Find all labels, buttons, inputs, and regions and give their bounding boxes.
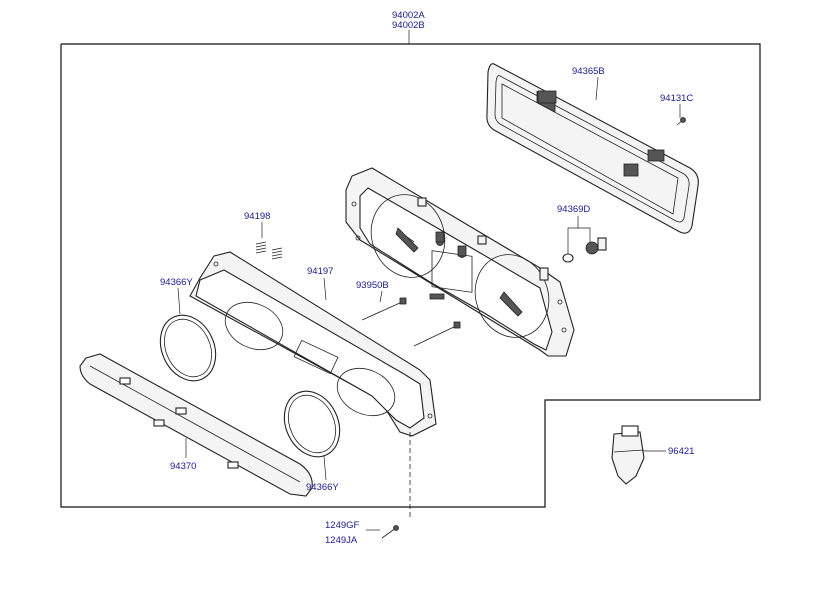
springs-94198 (255, 241, 283, 260)
cover-gasket-94365b (486, 63, 699, 234)
assembly-label-b: 94002B (392, 20, 425, 31)
ring-94366y-top (159, 314, 217, 382)
ring-94366y-bottom (283, 390, 341, 458)
label-93950b: 93950B (356, 280, 389, 291)
assembly-label-a: 94002A (392, 10, 425, 21)
label-94365b: 94365B (572, 66, 605, 77)
label-94366y-bottom: 94366Y (306, 482, 339, 493)
assembly-frame (60, 43, 761, 508)
label-1249gf: 1249GF (325, 520, 360, 531)
screw-94131c (676, 117, 686, 126)
screw-1249 (381, 525, 399, 539)
cluster-housing (345, 167, 575, 357)
label-94131c: 94131C (660, 93, 693, 104)
trim-cover-94370 (79, 353, 313, 497)
leader-94365b (595, 76, 599, 101)
label-94369d: 94369D (557, 204, 590, 215)
leader-94369d-a (567, 216, 579, 254)
label-94370: 94370 (170, 461, 196, 472)
label-94198: 94198 (244, 211, 270, 222)
bulb-socket-94369d (562, 237, 607, 263)
pins-93950b (361, 297, 461, 347)
label-1249ja: 1249JA (325, 535, 358, 546)
leader-94366y-bottom (323, 455, 327, 481)
sensor-96421 (611, 425, 645, 485)
leader-94369d-b (578, 227, 591, 244)
leader-94366y-top (177, 287, 181, 315)
leader-94197 (323, 277, 327, 301)
leader-93950b (379, 290, 383, 303)
label-96421: 96421 (668, 446, 694, 457)
label-94366y-top: 94366Y (160, 277, 193, 288)
label-94197: 94197 (307, 266, 333, 277)
hood-94197 (189, 251, 437, 437)
